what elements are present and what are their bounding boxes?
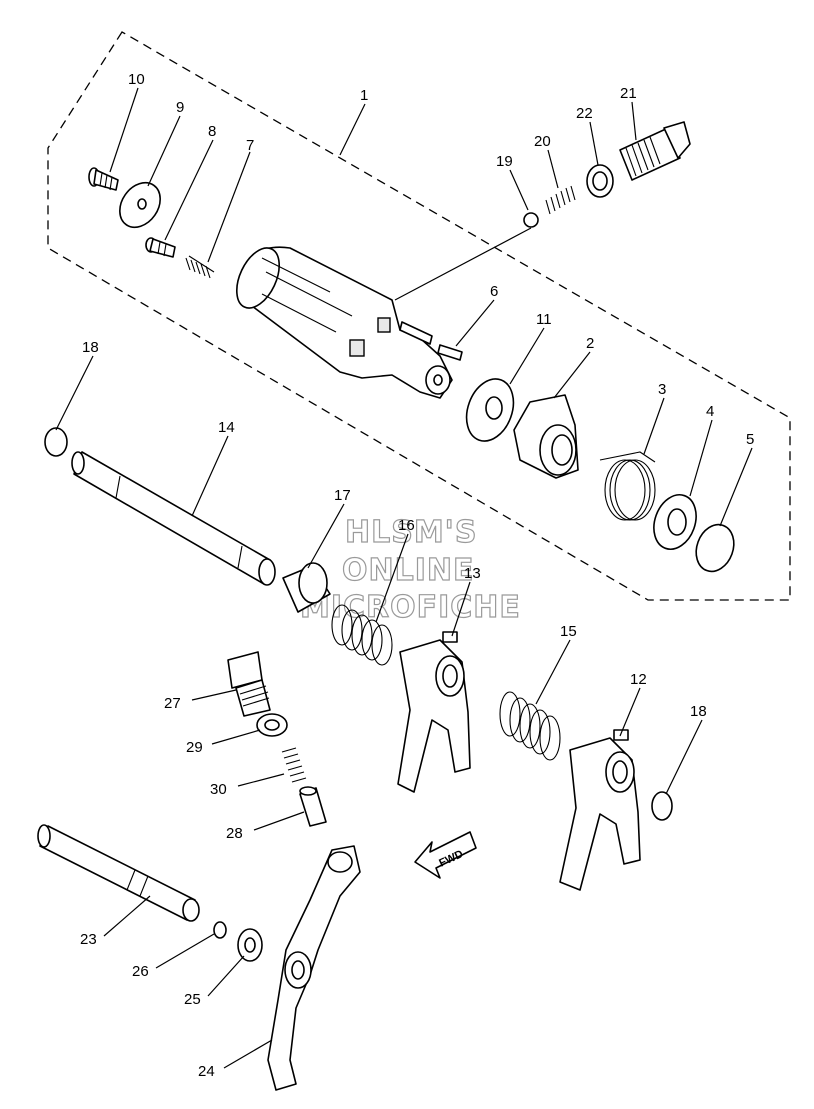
callout-19: 19 [496,153,513,170]
callout-6: 6 [490,283,498,300]
callout-30: 30 [210,781,227,798]
part-16-spring [331,604,393,666]
part-17-collar [282,562,331,613]
callout-20: 20 [534,133,551,150]
callout-24: 24 [198,1063,215,1080]
fwd-arrow-icon: FWD [414,831,477,879]
callout-11: 11 [536,311,552,328]
part-5-circlip [695,523,735,573]
callout-2: 2 [586,335,594,352]
callout-10: 10 [128,71,145,88]
callout-18-left: 18 [82,339,99,356]
callout-15: 15 [560,623,577,640]
part-24-shift-fork [267,845,361,1091]
part-18-circlip-left [44,427,68,457]
callout-26: 26 [132,963,149,980]
part-9-plate [119,181,161,229]
callout-22: 22 [576,105,593,122]
part-11-washer [465,378,515,442]
callout-14: 14 [218,419,235,436]
part-6-dowel-pin [437,344,463,361]
part-25-washer [237,928,263,962]
part-13-shift-fork [397,631,471,793]
callout-8: 8 [208,123,216,140]
part-7-spring [185,255,215,279]
watermark: HLSM'S ONLINE MICROFICHE [299,514,521,625]
part-19-ball [523,212,539,228]
assembly-outline [47,31,791,601]
part-27-bolt [227,651,271,717]
part-26-circlip [213,921,227,939]
callout-labels: 1 2 3 4 5 6 7 8 9 10 11 12 13 14 15 16 1… [80,71,754,1080]
callout-4: 4 [706,403,714,420]
callout-1: 1 [360,87,368,104]
callout-29: 29 [186,739,203,756]
part-8-pin [145,237,176,258]
part-12-shift-fork [559,729,641,891]
callout-5: 5 [746,431,754,448]
leader-lines [55,87,753,1069]
part-30-spring [281,747,307,783]
callout-25: 25 [184,991,201,1008]
part-4-washer [653,494,697,550]
part-21-plug [619,121,691,181]
part-2-cam [513,394,579,479]
part-20-spring [545,185,576,215]
callout-23: 23 [80,931,97,948]
part-29-washer [256,713,288,737]
callout-17: 17 [334,487,351,504]
callout-12: 12 [630,671,647,688]
part-28-pin [299,786,327,827]
callout-13: 13 [464,565,481,582]
part-1-shift-drum [236,246,453,399]
part-10-screw [88,167,119,191]
callout-21: 21 [620,85,637,102]
callout-18-right: 18 [690,703,707,720]
callout-7: 7 [246,137,254,154]
callout-9: 9 [176,99,184,116]
callout-3: 3 [658,381,666,398]
svg-text:HLSM'S: HLSM'S [345,515,477,550]
callout-28: 28 [226,825,243,842]
part-22-washer [586,164,614,198]
callout-27: 27 [164,695,181,712]
part-15-spring [499,691,561,761]
part-14-shaft [71,451,276,586]
callout-16: 16 [398,517,415,534]
part-18-circlip-right [651,791,673,821]
svg-text:MICROFICHE: MICROFICHE [300,590,521,625]
part-23-shaft [37,824,200,922]
part-3-torsion-spring [599,451,656,521]
svg-text:ONLINE: ONLINE [342,553,475,588]
